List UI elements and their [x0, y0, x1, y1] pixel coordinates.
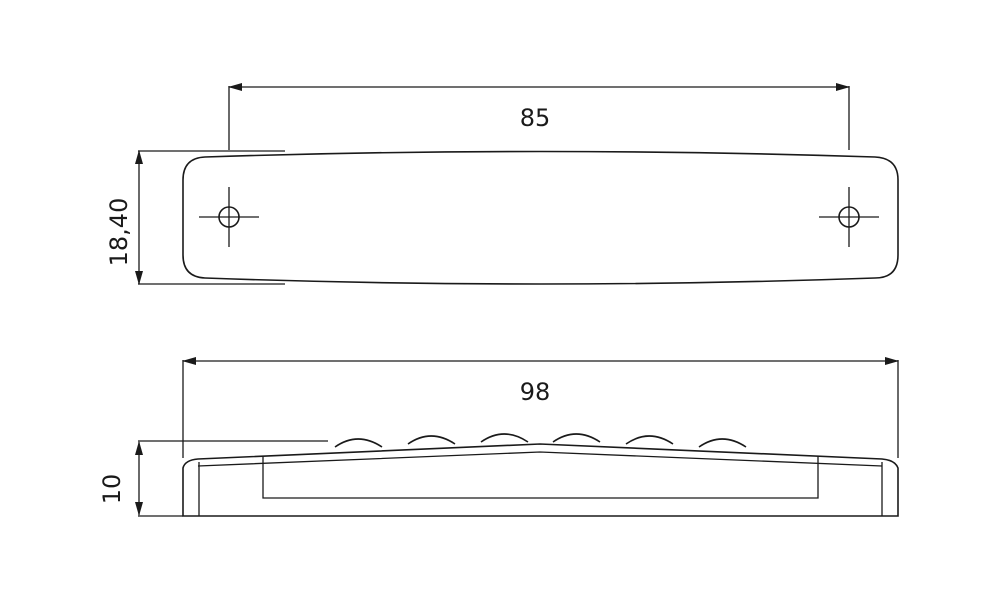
- top-view: 85 18,40: [105, 83, 899, 285]
- dimension-98: 98: [182, 357, 899, 458]
- dimension-85: 85: [228, 83, 850, 150]
- led-dome: [407, 435, 456, 445]
- side-view-housing: [182, 443, 899, 517]
- dimension-10: 10: [98, 440, 328, 517]
- side-view-inner-profile: [197, 451, 883, 467]
- led-dome: [480, 433, 529, 443]
- top-view-outline: [182, 150, 899, 285]
- right-mounting-hole: [819, 187, 879, 247]
- led-dome: [552, 433, 601, 443]
- dimension-98-label: 98: [520, 378, 551, 406]
- led-dome: [698, 438, 747, 448]
- dimension-18-40-label: 18,40: [105, 198, 133, 267]
- dimension-10-label: 10: [98, 474, 126, 505]
- side-view-lens-recess: [262, 456, 819, 499]
- led-domes: [334, 433, 747, 448]
- led-dome: [334, 438, 383, 448]
- dimension-85-label: 85: [520, 104, 551, 132]
- side-view: 98 10: [98, 357, 899, 517]
- dimension-18-40: 18,40: [105, 150, 285, 285]
- led-dome: [625, 435, 674, 445]
- left-mounting-hole: [199, 187, 259, 247]
